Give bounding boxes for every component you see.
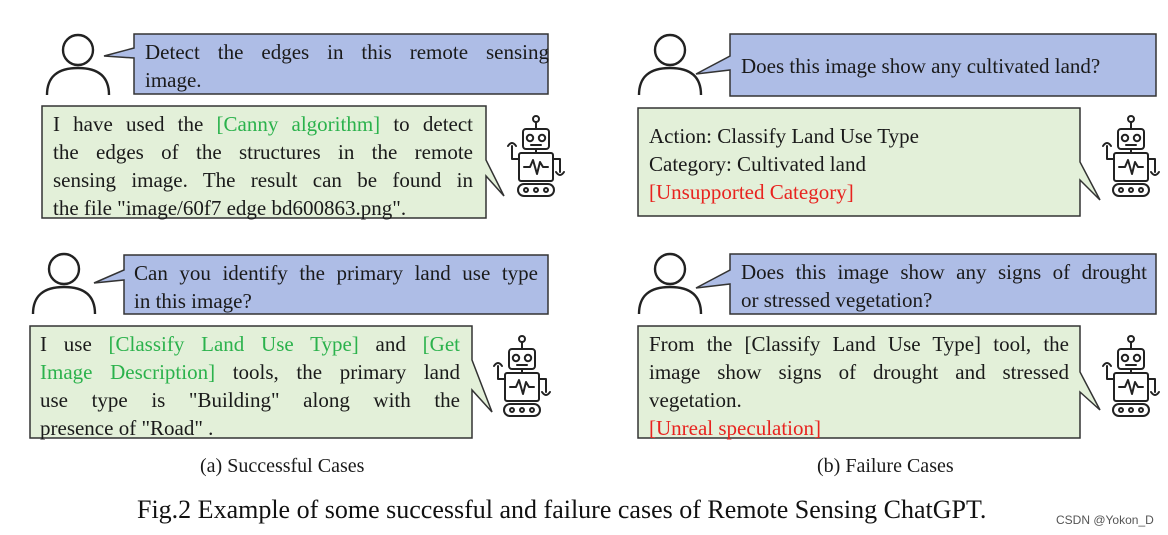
answer-text: I use (40, 332, 109, 356)
answer-line: Action: Classify Land Use Type (649, 124, 919, 148)
answer-line: vegetation. (649, 388, 742, 412)
user-icon-1 (45, 33, 111, 97)
robot-icon (507, 115, 565, 197)
user-bubble-2 (93, 254, 549, 315)
bot-bubble-1 (41, 105, 505, 219)
watermark: CSDN @Yokon_D (1056, 513, 1154, 527)
bot-bubble-3 (637, 107, 1101, 217)
answer-line: sensing image. The result can be found i… (53, 168, 473, 192)
answer-line: use type is "Building" along with the (40, 388, 460, 412)
robot-icon (493, 335, 551, 417)
robot-icon (1102, 115, 1160, 197)
subcaption-successful: (a) Successful Cases (200, 455, 365, 477)
bot-answer-4: From the [Classify Land Use Type] tool, … (649, 330, 1069, 442)
question-line: in this image? (134, 289, 252, 313)
robot-icon-2 (493, 335, 551, 417)
person-outline-icon (45, 33, 111, 97)
user-question-2: Can you identify the primary land use ty… (134, 259, 538, 315)
answer-text: and (358, 332, 423, 356)
question-line: Does this image show any signs of drough… (741, 260, 1147, 284)
answer-line: I use [Classify Land Use Type] and [Get (40, 330, 460, 358)
figure-caption: Fig.2 Example of some successful and fai… (137, 495, 987, 524)
bot-bubble-2 (29, 325, 493, 439)
user-icon-4 (637, 252, 703, 316)
user-question-4: Does this image show any signs of drough… (741, 258, 1147, 314)
user-bubble-1 (103, 33, 549, 95)
answer-text: to detect (380, 112, 473, 136)
failure-highlight: [Unreal speculation] (649, 416, 822, 440)
question-line: or stressed vegetation? (741, 288, 933, 312)
answer-line: Image Description] tools, the primary la… (40, 358, 460, 386)
bot-answer-1: I have used the [Canny algorithm] to det… (53, 110, 473, 222)
tool-name-highlight: Image Description] (40, 360, 216, 384)
person-outline-icon (637, 252, 703, 316)
person-outline-icon (31, 252, 97, 316)
user-icon-3 (637, 33, 703, 97)
bot-answer-3: Action: Classify Land Use Type Category:… (649, 122, 1069, 206)
person-outline-icon (637, 33, 703, 97)
answer-line: I have used the [Canny algorithm] to det… (53, 110, 473, 138)
question-line: Detect the edges in this remote sensing (145, 40, 549, 64)
bot-bubble-4 (637, 325, 1101, 439)
robot-icon-1 (507, 115, 565, 197)
question-line: Can you identify the primary land use ty… (134, 261, 538, 285)
failure-highlight: [Unsupported Category] (649, 180, 854, 204)
tool-name-highlight: [Classify Land Use Type] (108, 332, 359, 356)
user-bubble-4 (695, 253, 1157, 315)
answer-line: Category: Cultivated land (649, 152, 866, 176)
tool-name-highlight: [Canny algorithm] (216, 112, 381, 136)
robot-icon-3 (1102, 115, 1160, 197)
robot-icon (1102, 335, 1160, 417)
answer-line: From the [Classify Land Use Type] tool, … (649, 332, 1069, 356)
answer-line: image show signs of drought and stressed (649, 360, 1069, 384)
user-question-3: Does this image show any cultivated land… (741, 52, 1151, 80)
answer-line: presence of "Road" . (40, 416, 214, 440)
user-question-1: Detect the edges in this remote sensing … (145, 38, 549, 94)
answer-text: I have used the (53, 112, 217, 136)
answer-line: the file "image/60f7 edge bd600863.png". (53, 196, 407, 220)
question-line: Does this image show any cultivated land… (741, 54, 1101, 78)
user-bubble-3 (695, 33, 1157, 97)
answer-text: tools, the primary land (215, 360, 460, 384)
tool-name-highlight: [Get (422, 332, 460, 356)
answer-line: the edges of the structures in the remot… (53, 140, 473, 164)
user-icon-2 (31, 252, 97, 316)
robot-icon-4 (1102, 335, 1160, 417)
subcaption-failure: (b) Failure Cases (817, 455, 954, 477)
question-line: image. (145, 68, 202, 92)
bot-answer-2: I use [Classify Land Use Type] and [Get … (40, 330, 460, 442)
